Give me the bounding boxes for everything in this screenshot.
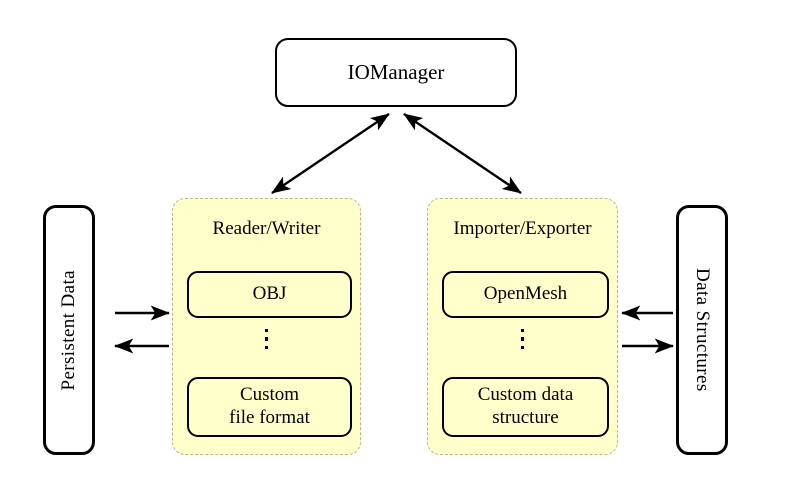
node-custom-data-structure[interactable]: Custom data structure [442,377,609,437]
reader-writer-ellipsis-icon [173,329,360,350]
group-reader-writer: Reader/Writer OBJ Custom file format [172,198,361,455]
group-importer-exporter: Importer/Exporter OpenMesh Custom data s… [427,198,618,455]
node-obj[interactable]: OBJ [187,271,352,318]
node-openmesh-label: OpenMesh [483,283,568,305]
importer-exporter-ellipsis-icon [428,329,617,350]
group-importer-exporter-title: Importer/Exporter [453,218,592,239]
node-custom-file-format-line2: file format [229,407,310,428]
group-reader-writer-title: Reader/Writer [212,218,321,239]
node-custom-data-structure-line2: structure [492,407,559,428]
connector-io-to-importer-exporter [403,113,522,194]
node-custom-file-format[interactable]: Custom file format [187,377,352,437]
node-persistent-data[interactable]: Persistent Data [43,205,95,455]
node-custom-file-format-line1: Custom [239,384,300,406]
connector-io-to-reader-writer [271,113,390,194]
node-obj-label: OBJ [252,283,287,305]
node-openmesh[interactable]: OpenMesh [442,271,609,318]
node-data-structures[interactable]: Data Structures [676,205,728,455]
node-io-manager[interactable]: IOManager [275,38,517,107]
node-custom-file-format-label: Custom file format [229,384,310,430]
node-persistent-data-label: Persistent Data [58,269,79,391]
node-data-structures-label: Data Structures [692,268,713,392]
node-custom-data-structure-label: Custom data structure [478,384,574,430]
node-custom-data-structure-line1: Custom data [477,384,574,406]
io-manager-label: IOManager [347,60,445,85]
